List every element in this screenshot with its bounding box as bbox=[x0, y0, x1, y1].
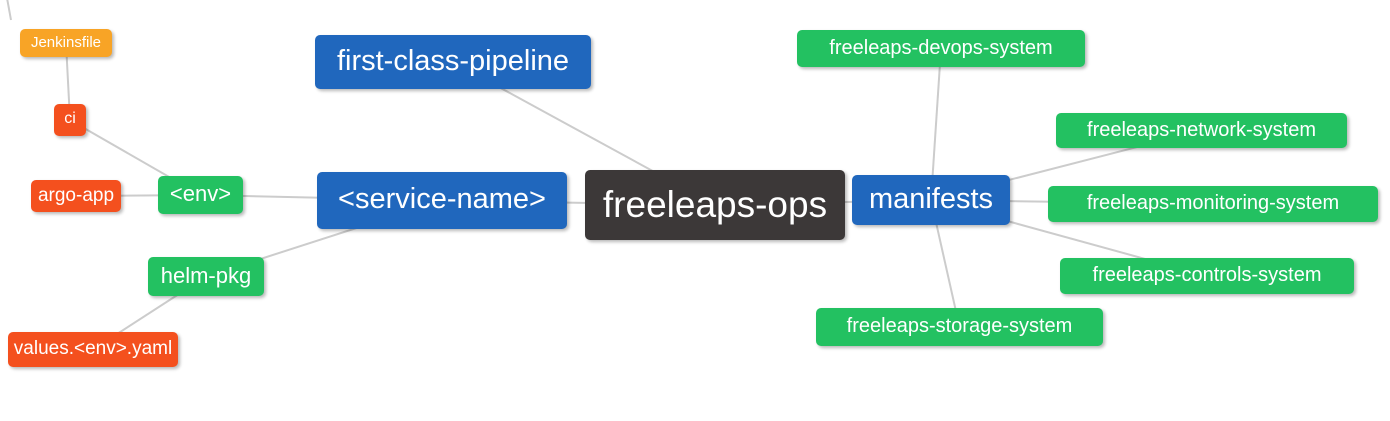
node-freeleaps-controls-system[interactable]: freeleaps-controls-system bbox=[1060, 258, 1354, 294]
node-jenkinsfile[interactable]: Jenkinsfile bbox=[20, 29, 112, 57]
node-helm-pkg[interactable]: helm-pkg bbox=[148, 257, 264, 296]
node-first-class-pipeline[interactable]: first-class-pipeline bbox=[315, 35, 591, 89]
node-freeleaps-monitoring-system[interactable]: freeleaps-monitoring-system bbox=[1048, 186, 1378, 222]
node-freeleaps-storage-system[interactable]: freeleaps-storage-system bbox=[816, 308, 1103, 346]
edge-offscreen-stub bbox=[6, 0, 12, 21]
node-env[interactable]: <env> bbox=[158, 176, 243, 214]
node-freeleaps-ops[interactable]: freeleaps-ops bbox=[585, 170, 845, 240]
node-freeleaps-devops-system[interactable]: freeleaps-devops-system bbox=[797, 30, 1085, 67]
node-service-name[interactable]: <service-name> bbox=[317, 172, 567, 229]
node-freeleaps-network-system[interactable]: freeleaps-network-system bbox=[1056, 113, 1347, 148]
node-argo-app[interactable]: argo-app bbox=[31, 180, 121, 212]
edge-manifests-freeleaps-devops-system bbox=[930, 48, 942, 201]
node-manifests[interactable]: manifests bbox=[852, 175, 1010, 225]
node-values-env-yaml[interactable]: values.<env>.yaml bbox=[8, 332, 178, 367]
node-ci[interactable]: ci bbox=[54, 104, 86, 136]
